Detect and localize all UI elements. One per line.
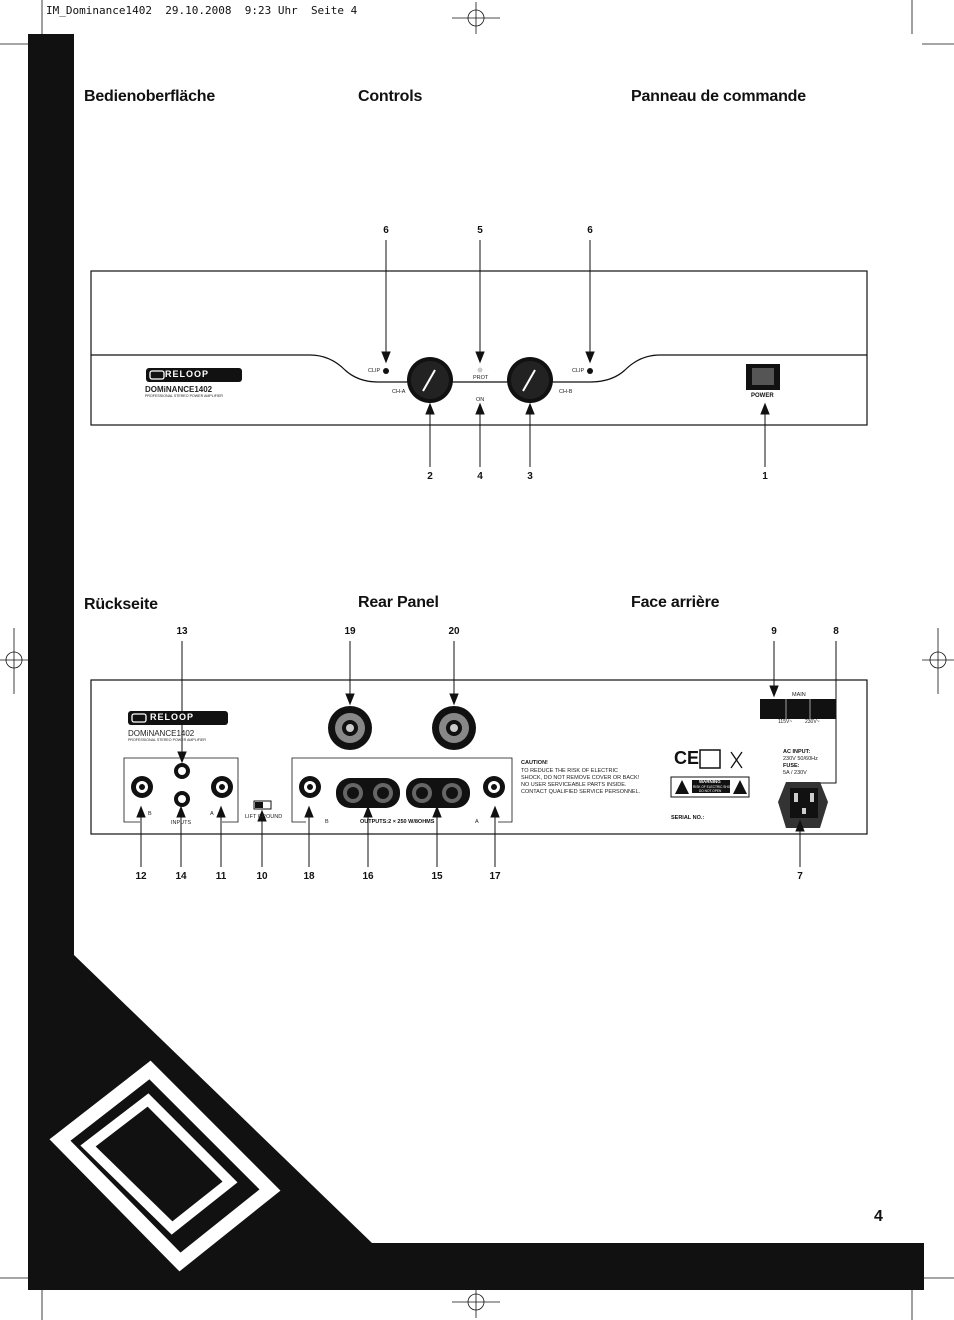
callout-15: 15 (431, 871, 443, 882)
callout-3: 3 (527, 471, 533, 482)
warning-sub-1: RISK OF ELECTRIC SHOCK (693, 785, 735, 789)
heading-rear-en: Rear Panel (358, 594, 439, 611)
front-model-subtitle: PROFESSIONAL STEREO POWER AMPLIFIER (145, 394, 223, 398)
fuse-label: FUSE: (783, 763, 800, 769)
black-band (28, 34, 924, 1290)
warning-label: WARNING (699, 779, 721, 784)
callout-8: 8 (833, 626, 839, 637)
caution-line-2: SHOCK, DO NOT REMOVE COVER OR BACK! (521, 775, 640, 781)
output-b-label: B (325, 819, 329, 825)
callout-10: 10 (256, 871, 268, 882)
callout-14: 14 (175, 871, 187, 882)
ce-mark: CE (674, 748, 700, 768)
corner-logo-graphic (49, 1060, 281, 1272)
lift-ground-label: LIFT GROUND (245, 814, 283, 820)
callout-7: 7 (797, 871, 803, 882)
slug-filename: IM_Dominance1402 (46, 4, 152, 17)
callout-13: 13 (176, 626, 188, 637)
caution-line-3: NO USER SERVICEABLE PARTS INSIDE. (521, 782, 627, 788)
slug-time: 9:23 Uhr (244, 4, 298, 17)
ac-input-value: 230V 50/60Hz (783, 756, 818, 762)
rear-model-subtitle: PROFESSIONAL STEREO POWER AMPLIFIER (128, 738, 206, 742)
knob-label-ch-b: CH-B (559, 389, 573, 395)
caution-title: CAUTION! (521, 760, 548, 766)
outputs-label: OUTPUTS:2 × 250 W/8OHMS (360, 819, 435, 825)
heading-controls-fr: Panneau de commande (631, 88, 806, 105)
on-led-label: ON (476, 397, 485, 403)
callout-18: 18 (303, 871, 315, 882)
fuse-value: 5A / 230V (783, 770, 807, 776)
warning-sub-2: DO NOT OPEN (699, 789, 722, 793)
callout-4: 4 (477, 471, 483, 482)
knob-label-ch-a: CH-A (392, 389, 406, 395)
serial-number-label: SERIAL NO.: (671, 815, 705, 821)
heading-rear-de: Rückseite (84, 596, 158, 613)
callout-6-left: 6 (383, 225, 389, 236)
callout-19: 19 (344, 626, 356, 637)
front-brand-logo: RELOOP (165, 369, 210, 379)
voltage-230-label: 230V~ (805, 719, 820, 725)
caution-line-4: CONTACT QUALIFIED SERVICE PERSONNEL. (521, 789, 641, 795)
input-a-label: A (210, 811, 214, 817)
main-switch-label: MAIN (792, 692, 806, 698)
heading-controls-de: Bedienoberfläche (84, 88, 216, 105)
prot-led-label: PROT (473, 375, 489, 381)
power-switch-label: POWER (751, 393, 774, 399)
callout-20: 20 (448, 626, 460, 637)
slug-page: Seite 4 (310, 4, 358, 17)
callout-11: 11 (215, 871, 227, 882)
input-b-label: B (148, 811, 152, 817)
callout-17: 17 (489, 871, 501, 882)
clip-label-right: CLIP (572, 368, 585, 374)
rear-panel-drawing (90, 641, 868, 867)
caution-line-1: TO REDUCE THE RISK OF ELECTRIC (521, 768, 618, 774)
clip-label-left: CLIP (368, 368, 381, 374)
inputs-label: INPUTS (171, 820, 192, 826)
page-number: 4 (874, 1208, 883, 1225)
callout-16: 16 (362, 871, 374, 882)
rear-model-name: DOMiNANCE1402 (128, 729, 195, 738)
voltage-115-label: 115V~ (778, 719, 793, 725)
front-model-name: DOMiNANCE1402 (145, 385, 213, 394)
callout-9: 9 (771, 626, 777, 637)
slug-date: 29.10.2008 (165, 4, 232, 17)
front-panel-drawing (90, 240, 868, 467)
rear-brand-logo: RELOOP (150, 712, 195, 722)
printer-slug: IM_Dominance1402 29.10.2008 9:23 Uhr Sei… (46, 4, 357, 17)
callout-2: 2 (427, 471, 433, 482)
callout-5: 5 (477, 225, 483, 236)
heading-rear-fr: Face arrière (631, 594, 720, 611)
heading-controls-en: Controls (358, 88, 423, 105)
callout-12: 12 (135, 871, 147, 882)
callout-6-right: 6 (587, 225, 593, 236)
output-a-label: A (475, 819, 479, 825)
callout-1: 1 (762, 471, 768, 482)
ac-input-label: AC INPUT: (783, 749, 811, 755)
